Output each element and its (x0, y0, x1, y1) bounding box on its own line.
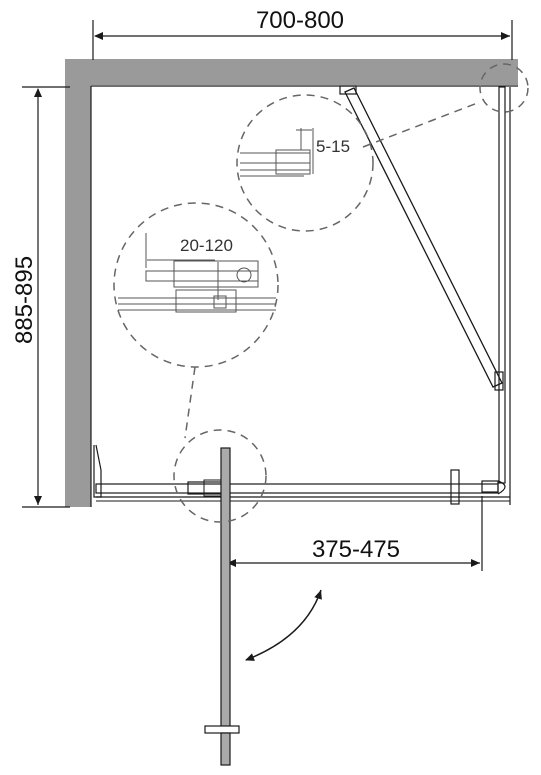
depth-dimension (22, 86, 70, 508)
detail-top-drawing (240, 128, 314, 177)
walls (65, 59, 518, 507)
door-opening-dimension (227, 496, 483, 571)
detail-side-drawing (118, 233, 276, 313)
front-rails (93, 444, 510, 505)
top-wall (65, 59, 518, 85)
swing-door (204, 447, 240, 766)
depth-dimension-label: 885-895 (11, 256, 38, 344)
detail-connectors (184, 101, 481, 439)
swing-arc-arrow (245, 589, 322, 661)
detail-circle-side (113, 202, 279, 368)
detail-circle-corner (479, 63, 529, 113)
detail-circles (113, 63, 529, 523)
right-fixed-panel (494, 86, 511, 505)
side-hinged-door (339, 85, 503, 388)
room-boundary (90, 85, 518, 507)
detail-top-label: 5-15 (316, 137, 350, 156)
detail-circle-door (173, 429, 267, 523)
door-opening-dimension-label: 375-475 (312, 536, 400, 563)
width-dimension (92, 20, 513, 60)
width-dimension-label: 700-800 (256, 7, 344, 34)
left-wall (65, 59, 91, 507)
detail-circle-top (236, 94, 374, 232)
detail-side-label: 20-120 (180, 236, 233, 255)
